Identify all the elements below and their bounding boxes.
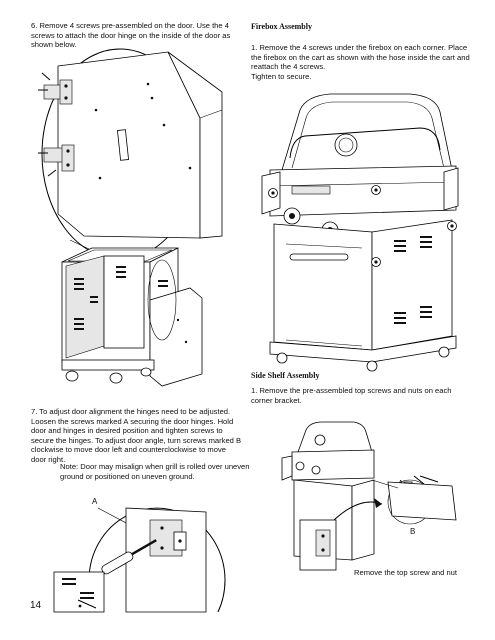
step6-instructions: 6. Remove 4 screws pre-assembled on the …: [31, 21, 231, 50]
firebox-instructions: 1. Remove the 4 screws under the firebox…: [251, 43, 470, 72]
step7-instructions: 7. To adjust door alignment the hinges n…: [31, 407, 242, 464]
side-shelf-assembly-heading: Side Shelf Assembly: [251, 371, 320, 380]
label-b-shelf: B: [410, 527, 416, 536]
page-number: 14: [30, 600, 42, 611]
firebox-assembly-heading: Firebox Assembly: [251, 22, 312, 31]
step7-note: Note: Door may misalign when grill is ro…: [60, 462, 250, 481]
side-shelf-caption: Remove the top screw and nut: [354, 568, 457, 577]
firebox-tighten-note: Tighten to secure.: [251, 72, 312, 81]
label-a-door: A: [92, 497, 98, 506]
side-shelf-instructions: 1. Remove the pre-assembled top screws a…: [251, 386, 452, 405]
